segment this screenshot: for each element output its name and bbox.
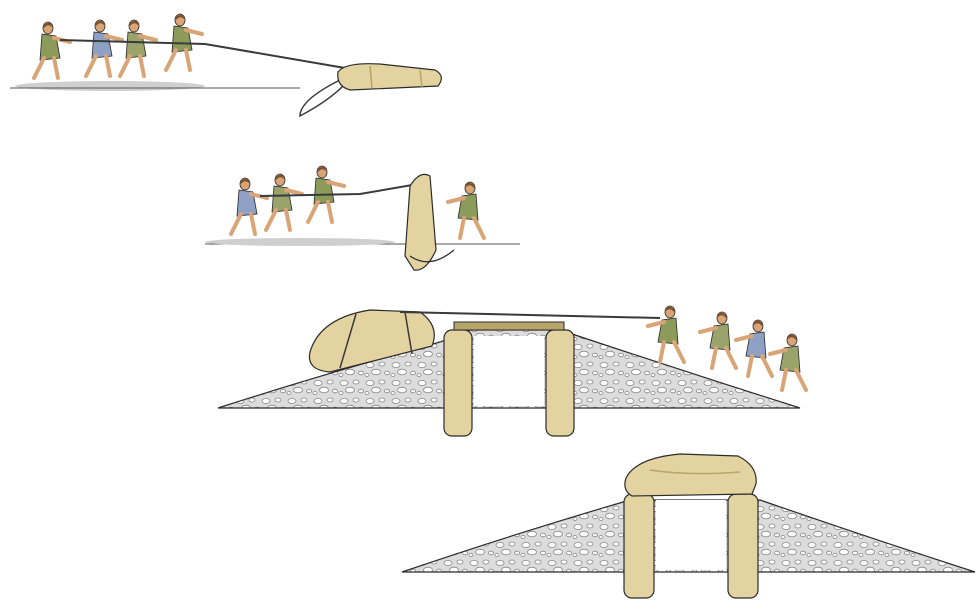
capstone (625, 454, 756, 496)
puller-figure (34, 22, 70, 78)
megalith-stone (338, 64, 442, 90)
timber-beam (454, 322, 564, 330)
puller-figure (120, 20, 156, 76)
rope (400, 312, 660, 318)
puller-figure (648, 306, 684, 362)
upright-stone-left (444, 330, 472, 436)
puller-figure (231, 178, 267, 234)
chamber-void (656, 500, 726, 570)
puller-figure (770, 334, 806, 390)
puller-figure (736, 320, 772, 376)
upright-stone-right (728, 494, 758, 598)
ground-shadow (205, 238, 395, 246)
upright-stone-right (546, 330, 574, 436)
upright-stone-left (624, 494, 654, 598)
stage-haul (10, 14, 441, 116)
puller-figure (700, 312, 736, 368)
puller-figure (166, 14, 202, 70)
puller-figure (266, 174, 302, 230)
stage-raise (205, 166, 520, 270)
standing-stone (405, 174, 436, 270)
ground-shadow (15, 81, 205, 91)
helper-figure (448, 182, 484, 238)
stage-dolmen (402, 454, 975, 598)
rope-slack (300, 80, 345, 116)
chamber-void (474, 336, 544, 406)
stage-drag-capstone (218, 306, 806, 436)
puller-figure (86, 20, 122, 76)
